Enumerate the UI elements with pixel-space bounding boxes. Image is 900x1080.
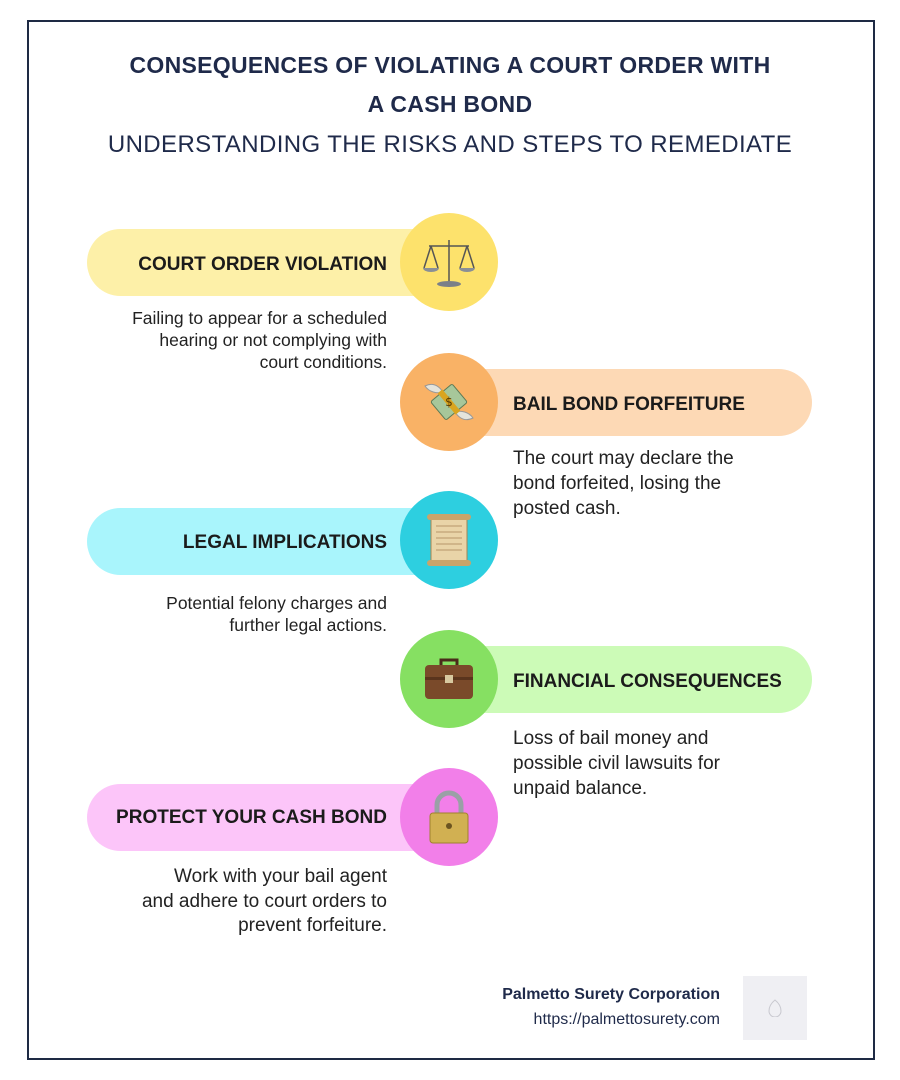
title-line-1: CONSEQUENCES OF VIOLATING A COURT ORDER … (129, 52, 771, 78)
item-label: LEGAL IMPLICATIONS (182, 532, 387, 553)
description-line: posted cash. (513, 498, 621, 519)
circle-financial-consequences (400, 630, 498, 728)
description-line: The court may declare the (513, 448, 734, 469)
logo-icon (768, 999, 782, 1017)
circle-court-order-violation (400, 213, 498, 311)
company-logo (743, 976, 807, 1040)
item-description: Work with your bail agent and adhere to c… (87, 865, 387, 939)
padlock-icon (429, 790, 469, 844)
svg-text:$: $ (445, 395, 453, 409)
briefcase-icon (425, 658, 473, 699)
pill-legal-implications (87, 508, 457, 575)
item-label: BAIL BOND FORFEITURE (513, 394, 745, 415)
page-title: CONSEQUENCES OF VIOLATING A COURT ORDER … (60, 46, 840, 124)
description-line: Failing to appear for a scheduled (132, 308, 387, 328)
description-line: possible civil lawsuits for (513, 753, 720, 774)
pill-financial-consequences (440, 646, 812, 713)
money-with-wings-icon: $ (424, 383, 474, 421)
circle-protect-your-cash-bond (400, 768, 498, 866)
pill-protect-your-cash-bond (87, 784, 457, 851)
item-description: Loss of bail money and possible civil law… (513, 726, 803, 801)
circle-bail-bond-forfeiture: $ (400, 353, 498, 451)
pill-bail-bond-forfeiture (440, 369, 812, 436)
page-subtitle: UNDERSTANDING THE RISKS AND STEPS TO REM… (107, 131, 793, 158)
description-line: and adhere to court orders to (141, 890, 387, 912)
description-line: Work with your bail agent (174, 866, 387, 887)
circle-legal-implications (400, 491, 498, 589)
description-line: hearing or not complying with (159, 330, 387, 350)
item-description: The court may declare the bond forfeited,… (513, 446, 803, 521)
description-line: prevent forfeiture. (238, 915, 387, 936)
description-line: unpaid balance. (513, 778, 648, 799)
title-line-2: A CASH BOND (367, 91, 533, 117)
pill-court-order-violation (87, 229, 457, 296)
description-line: court conditions. (259, 352, 387, 372)
description-line: further legal actions. (229, 615, 387, 635)
scales-icon (423, 240, 475, 287)
description-line: bond forfeited, losing the (513, 473, 722, 494)
description-line: Loss of bail money and (513, 728, 709, 749)
infographic-frame (27, 20, 875, 1060)
item-label: COURT ORDER VIOLATION (138, 254, 387, 275)
scroll-icon (427, 514, 471, 566)
company-name: Palmetto Surety Corporation (502, 986, 720, 1003)
item-label: PROTECT YOUR CASH BOND (116, 807, 387, 828)
company-url[interactable]: https://palmettosurety.com (533, 1011, 720, 1028)
item-label: FINANCIAL CONSEQUENCES (513, 671, 782, 692)
description-line: Potential felony charges and (166, 593, 387, 613)
